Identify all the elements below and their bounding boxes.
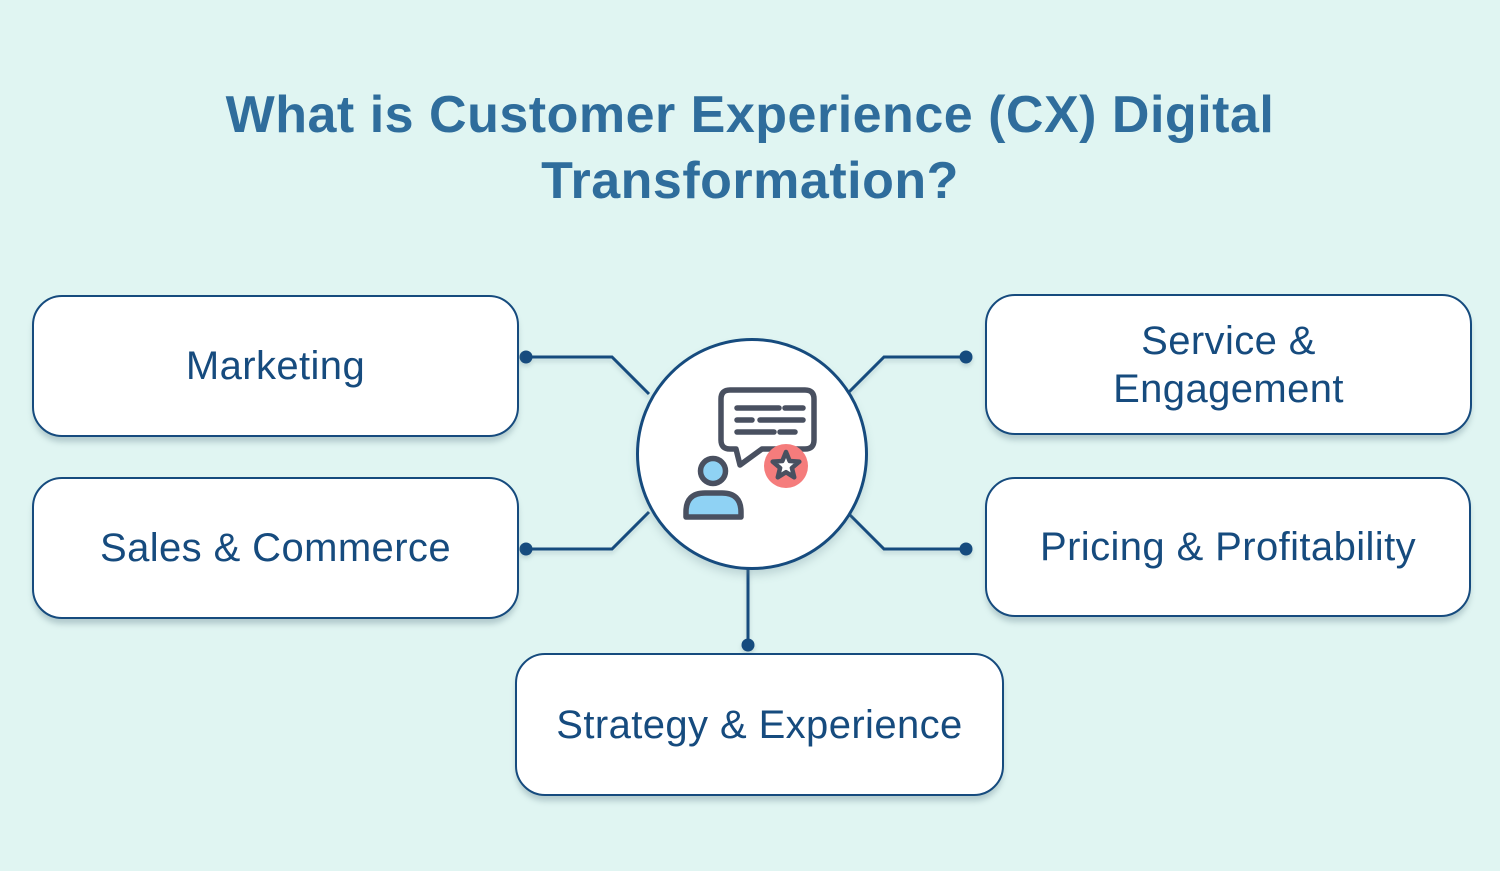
bubble-text-lines [734,405,806,435]
title-line-2: Transformation? [541,152,959,210]
connector-dot [519,350,533,364]
center-hub-circle [636,338,868,570]
connector-marketing [526,355,651,396]
star-badge-icon [764,444,808,488]
node-pricing-profitability: Pricing & Profitability [985,477,1471,617]
node-strategy-experience: Strategy & Experience [515,653,1004,796]
page-title: What is Customer Experience (CX) Digital… [0,82,1500,214]
node-label: Strategy & Experience [556,702,963,747]
node-sales-commerce: Sales & Commerce [32,477,519,619]
title-line-1: What is Customer Experience (CX) Digital [225,86,1275,144]
node-service-engagement: Service & Engagement [985,294,1472,435]
connector-pricing-profitability [847,512,966,551]
connector-service-engagement [847,355,966,394]
connector-dot [741,638,755,652]
person-icon [683,455,744,520]
connector-sales-commerce [526,510,651,551]
node-marketing: Marketing [32,295,519,437]
connector-dot [959,542,973,556]
node-label: Sales & Commerce [100,526,451,570]
connector-dot [959,350,973,364]
node-label: Service & Engagement [1113,318,1344,411]
customer-review-chat-icon [683,387,817,520]
connector-dot [519,542,533,556]
node-label: Marketing [185,344,366,388]
node-label: Pricing & Profitability [1040,525,1416,569]
